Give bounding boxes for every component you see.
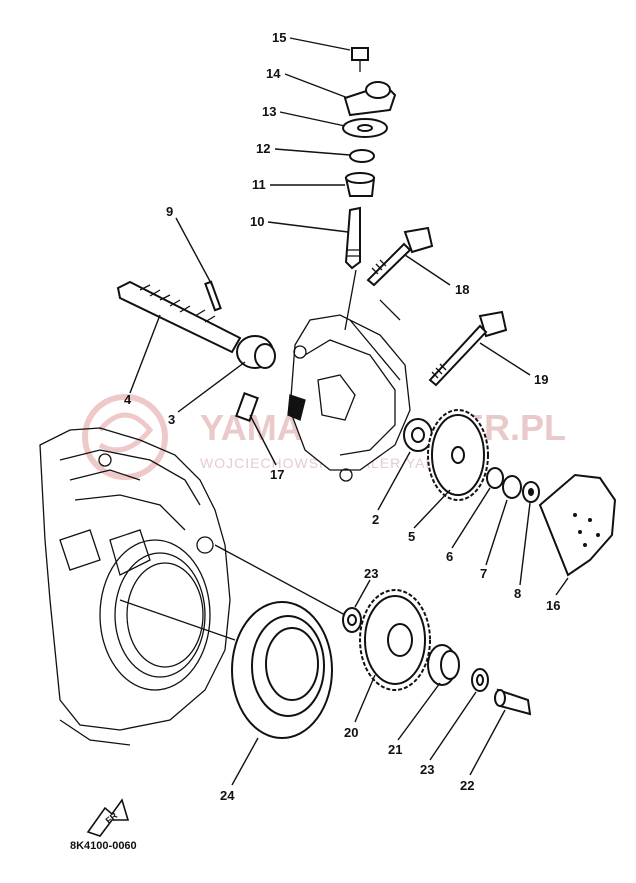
callout-19: 19 [534,372,548,387]
callout-2: 2 [372,512,379,527]
pump-shaft [116,280,242,354]
leader-lines [129,37,569,786]
callout-13: 13 [262,104,276,119]
front-arrow-icon: FR [86,798,130,837]
callout-23-lower: 23 [420,762,434,777]
callout-17: 17 [270,467,284,482]
callout-14: 14 [266,66,281,81]
bolts [366,226,508,387]
callouts: 15 14 13 12 11 10 9 18 19 4 3 17 2 5 6 7… [124,30,560,803]
callout-5: 5 [408,529,415,544]
callout-8: 8 [514,586,521,601]
callout-23-upper: 23 [364,566,378,581]
callout-12: 12 [256,141,270,156]
callout-9: 9 [166,204,173,219]
gear-train-lower [342,589,532,716]
callout-16: 16 [546,598,560,613]
callout-10: 10 [250,214,264,229]
watermark-logo-icon [82,394,168,480]
gear-train-upper [403,409,540,503]
cover-plate [538,473,617,577]
diagram-code: 8K4100-0060 [70,840,137,852]
crankcase [39,427,231,746]
callout-24: 24 [220,788,235,803]
callout-6: 6 [446,549,453,564]
bushing [236,335,276,369]
callout-20: 20 [344,725,358,740]
callout-15: 15 [272,30,286,45]
callout-21: 21 [388,742,402,757]
callout-11: 11 [252,177,266,192]
alignment-lines [119,269,401,641]
callout-18: 18 [455,282,469,297]
callout-22: 22 [460,778,474,793]
clutch-disc [231,601,333,739]
dowel-pin [235,392,259,422]
top-components [342,47,397,270]
pump-housing [287,299,411,482]
callout-3: 3 [168,412,175,427]
callout-4: 4 [124,392,132,407]
callout-7: 7 [480,566,487,581]
